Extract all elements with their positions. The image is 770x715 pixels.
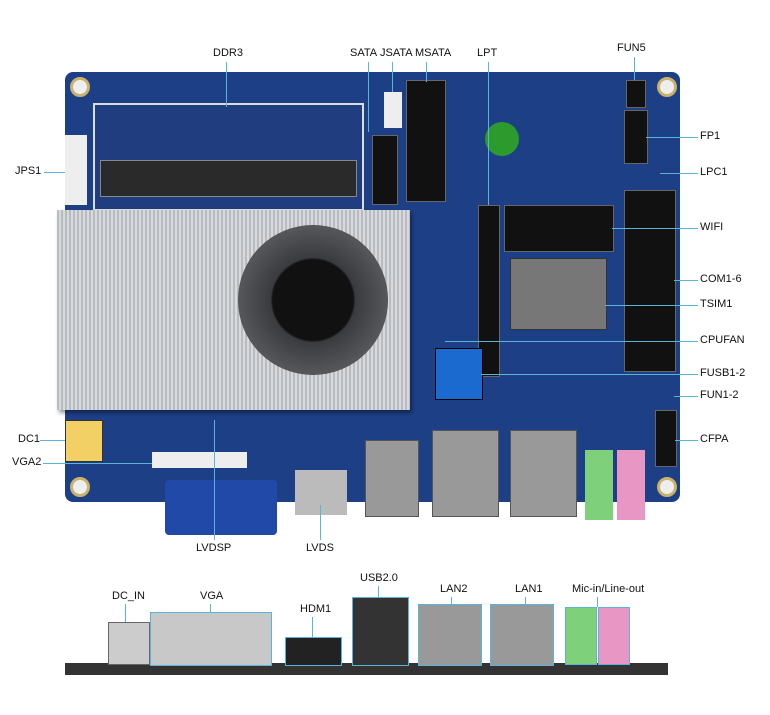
- usb-io-port: [352, 597, 409, 666]
- lan2-io-port: [418, 604, 482, 666]
- leader-line: [214, 420, 215, 540]
- com-headers: [624, 190, 676, 372]
- leader-line: [488, 62, 489, 205]
- label-fp1: FP1: [700, 130, 721, 142]
- leader-line: [597, 597, 598, 607]
- mount-hole: [657, 77, 677, 97]
- fun5-header: [626, 80, 646, 108]
- label-wifi: WIFI: [700, 221, 724, 233]
- lan1-io-port: [490, 604, 554, 666]
- leader-line: [525, 597, 526, 604]
- leader-line: [674, 396, 698, 397]
- label-fun1-2: FUN1-2: [700, 389, 739, 401]
- cfpa-header: [655, 410, 677, 467]
- mount-hole: [70, 77, 90, 97]
- sata-connector: [372, 135, 398, 205]
- label-lvds: LVDS: [306, 542, 334, 554]
- label-lpt: LPT: [477, 47, 498, 59]
- leader-line: [426, 62, 427, 82]
- leader-line: [312, 617, 313, 637]
- label-hdm1: HDM1: [300, 603, 332, 615]
- label-jps1: JPS1: [15, 165, 42, 177]
- jps1-connector: [65, 135, 87, 205]
- label-mic-line: Mic-in/Line-out: [572, 583, 645, 595]
- leader-line: [646, 137, 698, 138]
- dc-in-port: [108, 622, 150, 665]
- label-lvdsp: LVDSP: [196, 542, 232, 554]
- leader-line: [451, 597, 452, 604]
- leader-line: [634, 57, 635, 80]
- leader-line: [392, 62, 393, 92]
- label-jsata: JSATA: [380, 47, 413, 59]
- leader-line: [605, 305, 698, 306]
- vga-io-port: [150, 612, 272, 666]
- usb-port: [365, 440, 419, 517]
- lan1-port: [510, 430, 577, 517]
- ddr3-socket: [100, 160, 357, 197]
- leader-line: [612, 228, 698, 229]
- label-msata: MSATA: [415, 47, 452, 59]
- leader-line: [481, 374, 698, 375]
- label-lpc1: LPC1: [700, 166, 728, 178]
- label-usb2: USB2.0: [360, 572, 398, 584]
- label-lan2: LAN2: [440, 583, 468, 595]
- mic-in-io-jack: [565, 607, 597, 665]
- label-dc-in: DC_IN: [112, 590, 146, 602]
- leader-line: [226, 62, 227, 107]
- label-vga: VGA: [200, 590, 224, 602]
- label-fun5: FUN5: [617, 42, 646, 54]
- dc1-connector: [65, 420, 103, 462]
- label-tsim1: TSIM1: [700, 298, 733, 310]
- leader-line: [320, 505, 321, 540]
- label-ddr3: DDR3: [213, 47, 243, 59]
- lpt-header: [478, 205, 500, 377]
- msata-slot: [406, 80, 446, 202]
- label-dc1: DC1: [18, 433, 41, 445]
- label-vga2: VGA2: [12, 456, 42, 468]
- leader-line: [368, 62, 369, 132]
- mount-hole: [657, 477, 677, 497]
- lan2-port: [432, 430, 499, 517]
- label-cfpa: CFPA: [700, 433, 729, 445]
- label-cpufan: CPUFAN: [700, 334, 745, 346]
- fusb-header: [435, 348, 483, 400]
- leader-line: [660, 173, 698, 174]
- jsata-connector: [384, 92, 402, 128]
- qc-sticker: [485, 122, 519, 156]
- vga2-connector: [152, 452, 247, 468]
- mic-in-jack: [585, 450, 613, 520]
- leader-line: [40, 440, 65, 441]
- lvds-connector: [295, 470, 347, 515]
- leader-line: [445, 341, 698, 342]
- tsim-slot: [510, 258, 607, 330]
- leader-line: [378, 586, 379, 597]
- line-out-jack: [617, 450, 645, 520]
- line-out-io-jack: [598, 607, 630, 665]
- vga-port: [165, 480, 277, 535]
- leader-line: [125, 604, 126, 622]
- label-sata: SATA: [350, 47, 378, 59]
- fp1-header: [624, 110, 648, 164]
- leader-line: [210, 604, 211, 612]
- wifi-slot: [504, 205, 614, 252]
- leader-line: [44, 172, 65, 173]
- cpu-fan: [238, 225, 388, 375]
- leader-line: [43, 463, 152, 464]
- leader-line: [674, 280, 698, 281]
- leader-line: [675, 440, 698, 441]
- label-com1-6: COM1-6: [700, 273, 742, 285]
- mount-hole: [70, 477, 90, 497]
- hdmi-port: [285, 637, 342, 666]
- label-lan1: LAN1: [515, 583, 543, 595]
- label-fusb1-2: FUSB1-2: [700, 367, 746, 379]
- io-panel-bar: [65, 663, 668, 675]
